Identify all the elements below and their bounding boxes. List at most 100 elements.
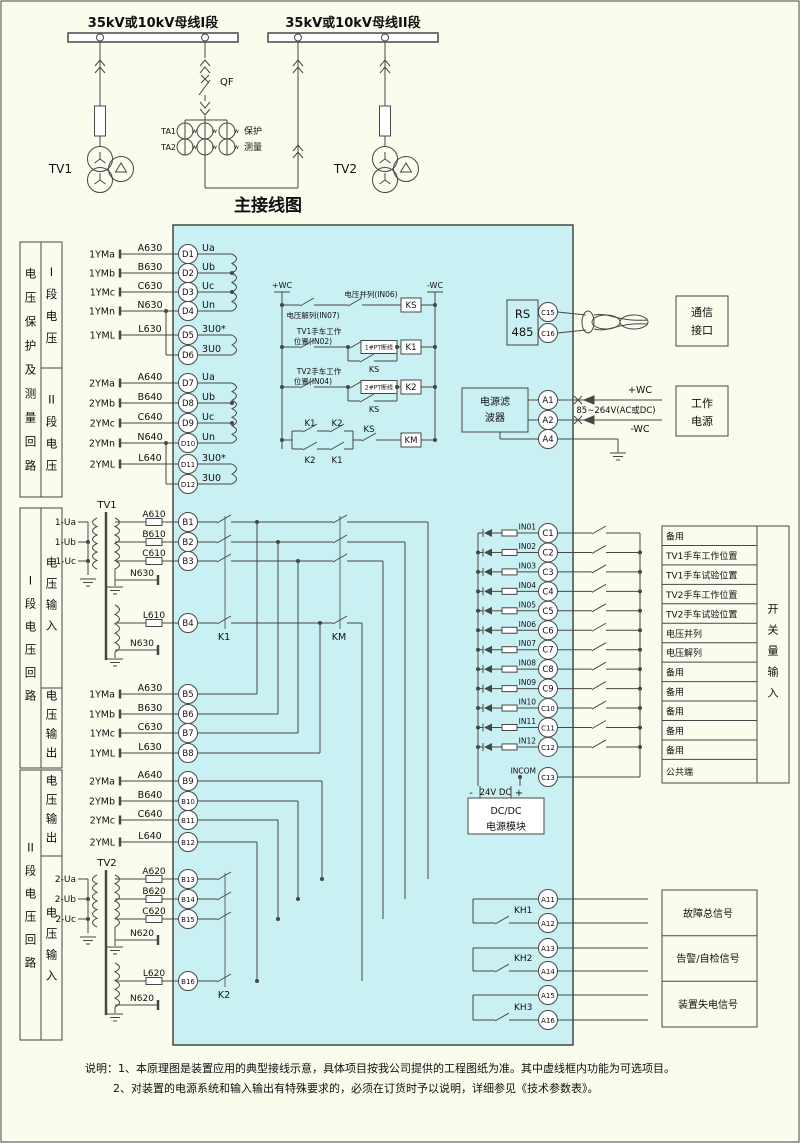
terminal-label: D2 [182, 269, 194, 279]
drawout-chevron [292, 144, 304, 159]
resistor-symbol [501, 607, 518, 615]
source-label: 1YMc [90, 288, 115, 299]
phase-winding [230, 382, 237, 444]
tv1-symbol [87, 167, 113, 193]
fuse-symbol [94, 105, 106, 137]
contact-slash [591, 681, 607, 691]
contact-group-label: K1 [218, 632, 230, 643]
tv1-symbol [87, 146, 113, 172]
terminal-label: C4 [542, 587, 553, 597]
wire-number: B630 [138, 703, 163, 714]
terminal-label: A4 [542, 435, 553, 445]
di-col-box [756, 525, 790, 784]
signal-label: Ua [202, 243, 215, 254]
source-label: 2YML [90, 460, 116, 471]
contact-label: TV1手车工作 [296, 326, 342, 336]
contact-slash [591, 564, 607, 574]
wire-number: A630 [138, 683, 163, 694]
winding-mark: w [192, 144, 197, 151]
cable-symbol [619, 314, 649, 330]
wye-symbol [384, 158, 391, 164]
winding-mark: w [234, 144, 239, 151]
input-number: IN07 [519, 639, 537, 648]
resistor-symbol [501, 724, 518, 731]
source-label: 1YMa [89, 250, 115, 261]
signal-label: 3U0* [202, 453, 226, 464]
cable-symbol [581, 310, 595, 334]
terminal-label: B10 [181, 798, 195, 806]
dcdc-box [467, 797, 545, 835]
di-label: 备用 [666, 706, 684, 718]
wire-number: C620 [142, 907, 166, 917]
device-panel [172, 224, 574, 1046]
diode-symbol [484, 665, 492, 674]
wire-number: C630 [138, 722, 163, 733]
tv2-label: TV2 [333, 162, 357, 176]
wire-number: N630 [130, 569, 154, 579]
terminal-label: C11 [541, 725, 555, 733]
source-label: 1YMc [90, 729, 115, 740]
resistor-symbol [501, 704, 518, 712]
terminal-label: D8 [182, 399, 194, 409]
pwc-label: +WC [628, 385, 652, 396]
pt-break-label: 1#PT断线 [365, 344, 393, 352]
group2-inner2-label: 电压输出 [46, 689, 58, 760]
relay-coil-label: K1 [406, 343, 417, 353]
tv2-symbol [372, 146, 398, 172]
drawout-chevron [199, 59, 211, 74]
diode-symbol [484, 606, 492, 615]
contact-label: K1 [332, 456, 343, 466]
terminal-label: B4 [182, 619, 193, 629]
signal-label: Uc [202, 412, 214, 423]
terminal-label: C10 [541, 705, 555, 713]
relay-coil-label: KM [405, 436, 418, 446]
diode-symbol [484, 529, 492, 537]
terminal-label: B1 [182, 518, 193, 528]
winding-mark: w [212, 128, 217, 135]
rs485-label: 485 [512, 325, 534, 339]
dc-plus: + [515, 788, 523, 799]
contact-slash [216, 973, 232, 983]
contact-slash [494, 915, 510, 925]
terminal-label: B14 [181, 896, 195, 904]
relay-coil-label: KS [406, 301, 417, 311]
contact-slash [216, 871, 232, 881]
cable-symbol [593, 323, 649, 331]
wire-number: B610 [142, 530, 166, 540]
terminal-label: C9 [542, 685, 553, 695]
bus-tap [381, 33, 389, 42]
group3-inner2-label: 电压输入 [46, 906, 58, 983]
terminal-label: B5 [182, 690, 193, 700]
terminal-label: C6 [542, 626, 553, 636]
terminal-label: A11 [541, 896, 555, 904]
kh-label: KH2 [514, 954, 532, 964]
tv1-symbol [108, 156, 134, 182]
wire-number: N630 [137, 300, 162, 311]
note-line-2: 2、对装置的电源系统和输入输出有特殊要求的，必须在订货时予以说明，详细参见《技术… [113, 1081, 599, 1095]
wire-number: B640 [138, 790, 163, 801]
terminal-label: C12 [541, 744, 555, 752]
diode-symbol [484, 645, 492, 654]
delta-symbol [399, 162, 413, 173]
terminal-label: A15 [541, 992, 555, 1000]
contact-slash [299, 339, 315, 349]
wire-number: A610 [142, 510, 166, 520]
junction-dot [230, 401, 234, 405]
source-label: 2YMc [90, 419, 115, 430]
cable-symbol [593, 313, 649, 321]
terminal-label: D11 [181, 461, 195, 469]
contact-label: K2 [332, 419, 343, 429]
contact-slash [591, 642, 607, 652]
nwc-label: -WC [427, 281, 443, 290]
terminal-label: B6 [182, 710, 193, 720]
comm-box [675, 295, 729, 347]
nwc-label: -WC [630, 424, 649, 435]
primary-label: 2-Ua [55, 875, 76, 885]
dcdc-label: DC/DC [490, 806, 521, 817]
signal-label: Ua [202, 372, 215, 383]
filter-box [461, 387, 529, 433]
measure-label: 测量 [244, 142, 262, 153]
